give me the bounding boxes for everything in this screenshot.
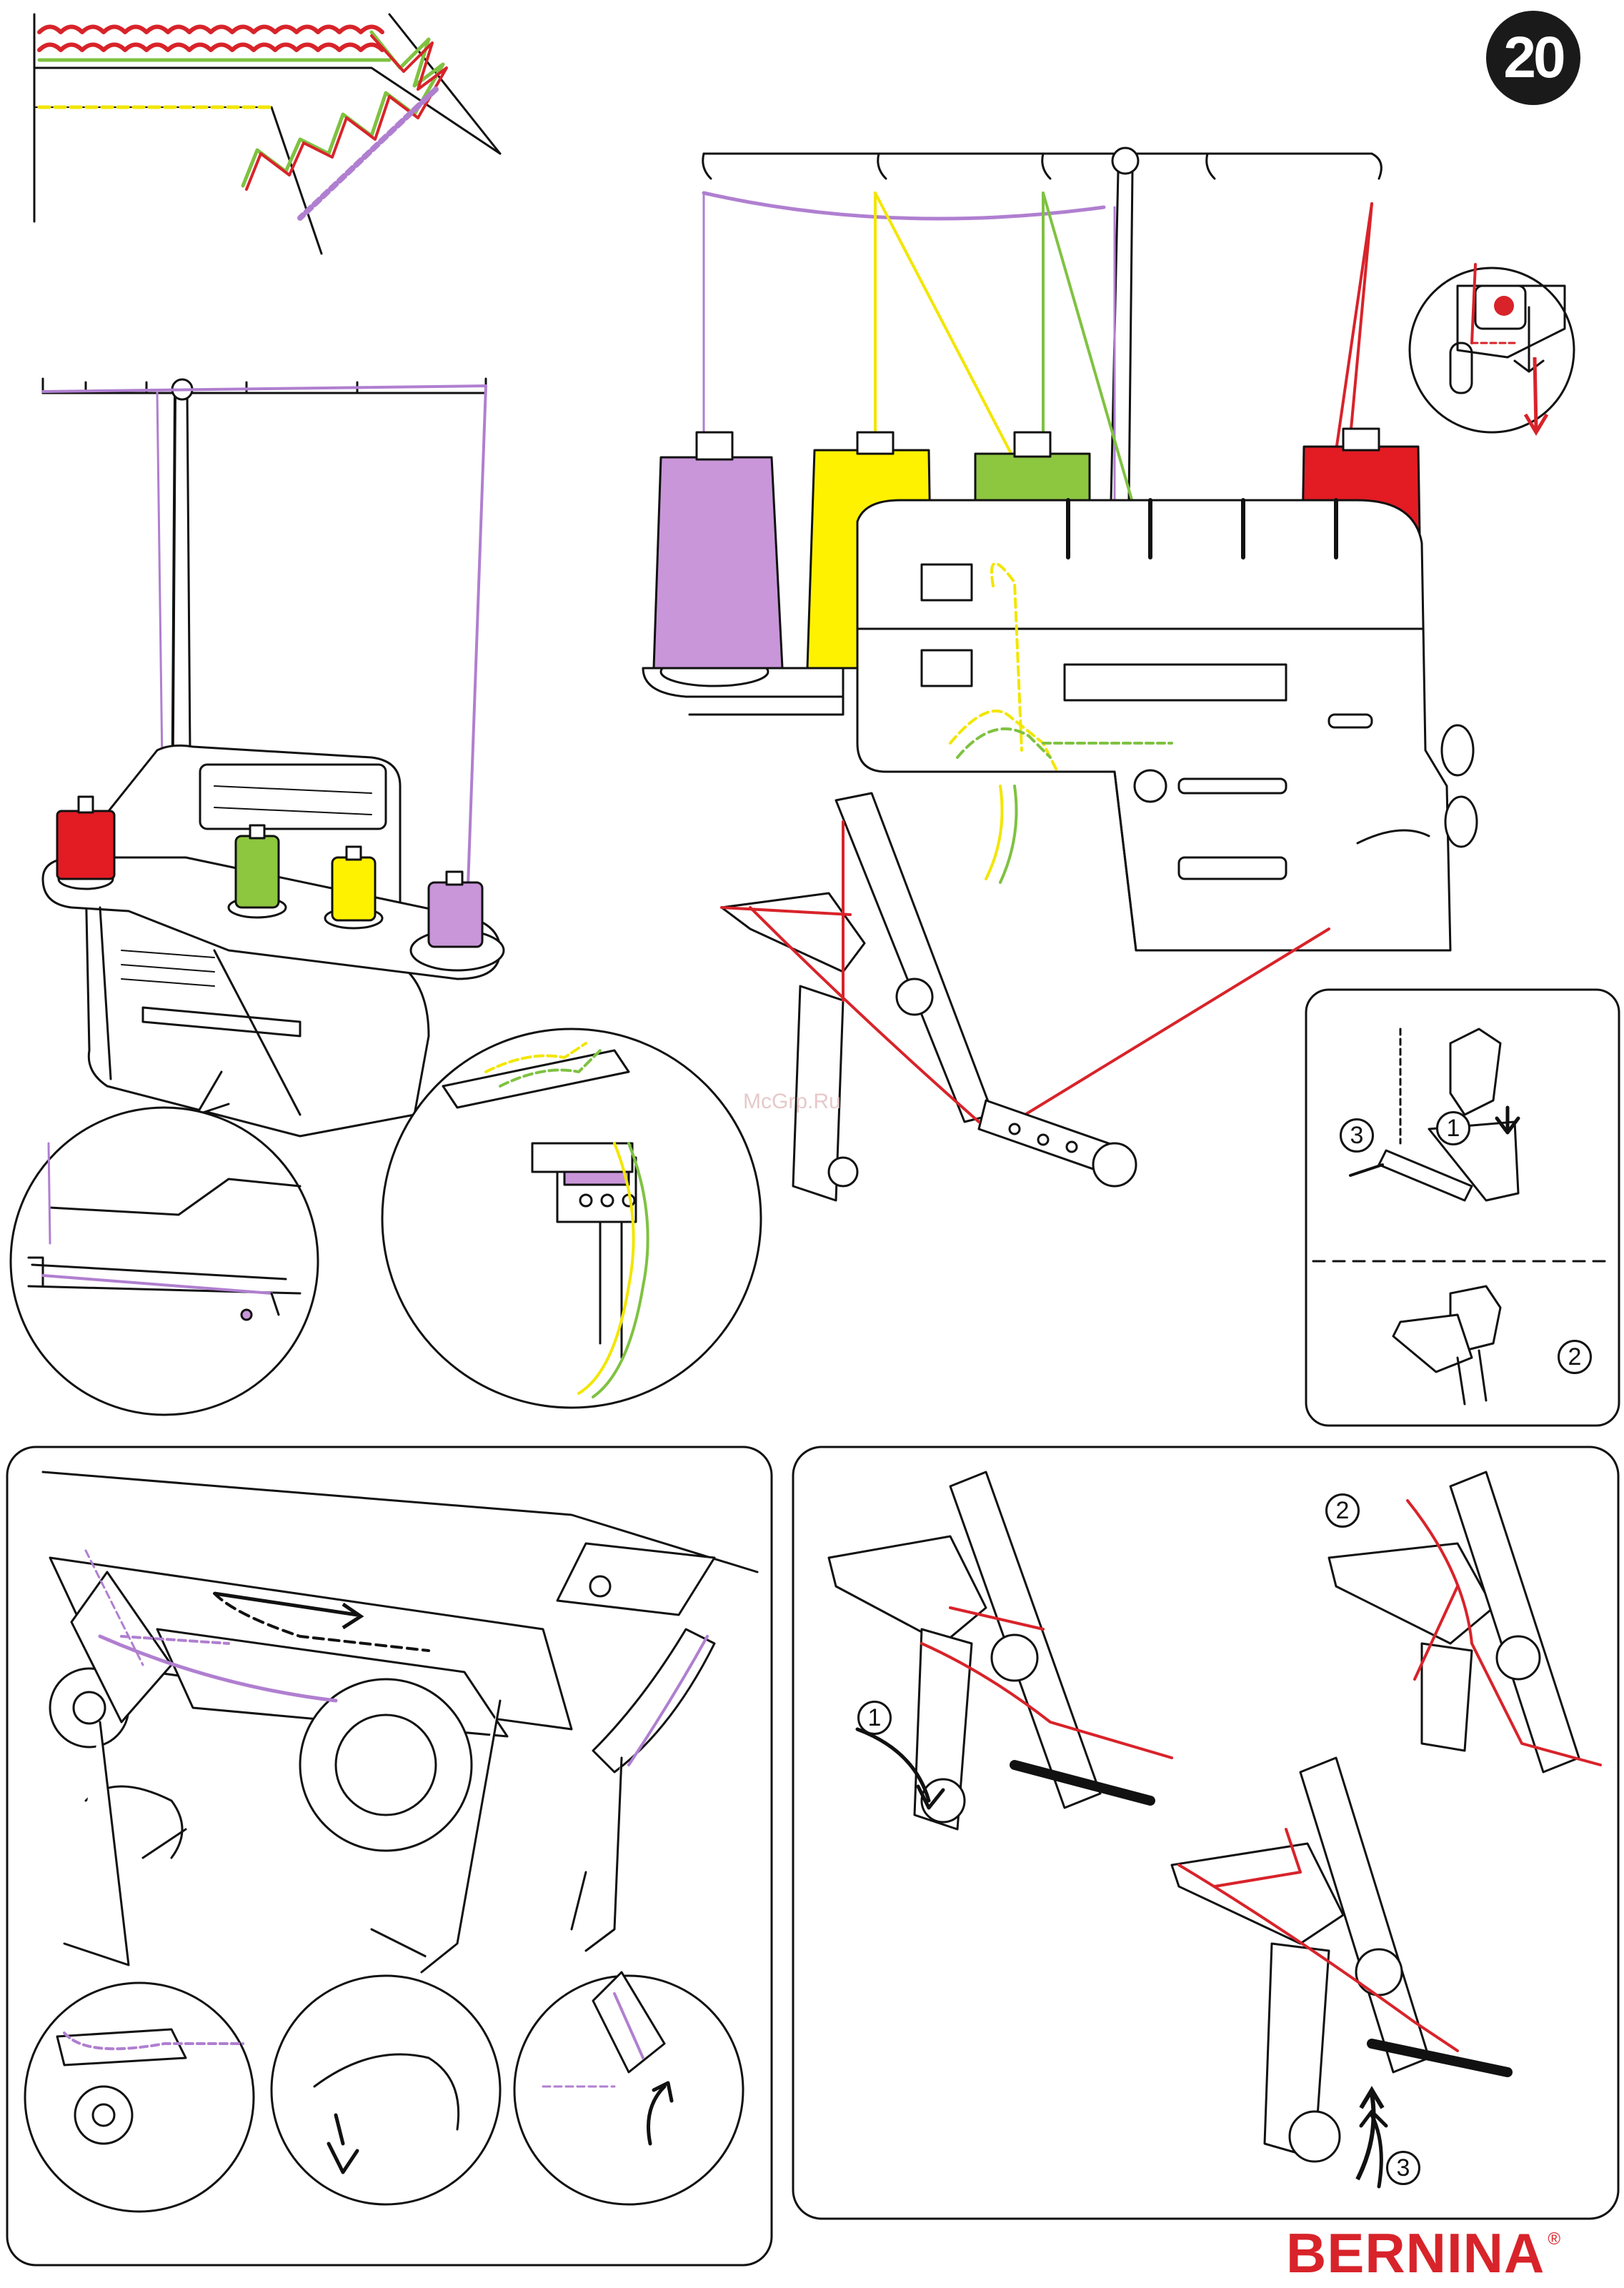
- page-number-badge: 20: [1486, 11, 1580, 105]
- step-2-badge-looper: 2: [1325, 1493, 1360, 1528]
- inset-upper-looper-thread-guide: [1410, 264, 1574, 432]
- watermark-text: McGrp.Ru: [743, 1090, 841, 1114]
- step-3-badge-presser: 3: [1340, 1118, 1374, 1153]
- brand-name: BERNINA: [1286, 2228, 1545, 2278]
- step-2-badge-presser: 2: [1558, 1340, 1592, 1374]
- panel-lower-looper-threading: [7, 1447, 772, 2265]
- red-dot-icon: [1494, 296, 1514, 316]
- panel-upper-looper-steps: [793, 1447, 1618, 2219]
- step-1-badge-presser: 1: [1436, 1111, 1470, 1145]
- brand-registered-mark: ®: [1548, 2229, 1560, 2249]
- serger-overview-left: [43, 379, 504, 1136]
- zoom-needle-area: [382, 1029, 761, 1408]
- stitch-sample-diagram: [34, 14, 500, 254]
- step-3-badge-looper: 3: [1386, 2151, 1420, 2185]
- step-1-badge-looper: 1: [857, 1701, 892, 1735]
- brand-logo: BERNINA ®: [1286, 2228, 1586, 2278]
